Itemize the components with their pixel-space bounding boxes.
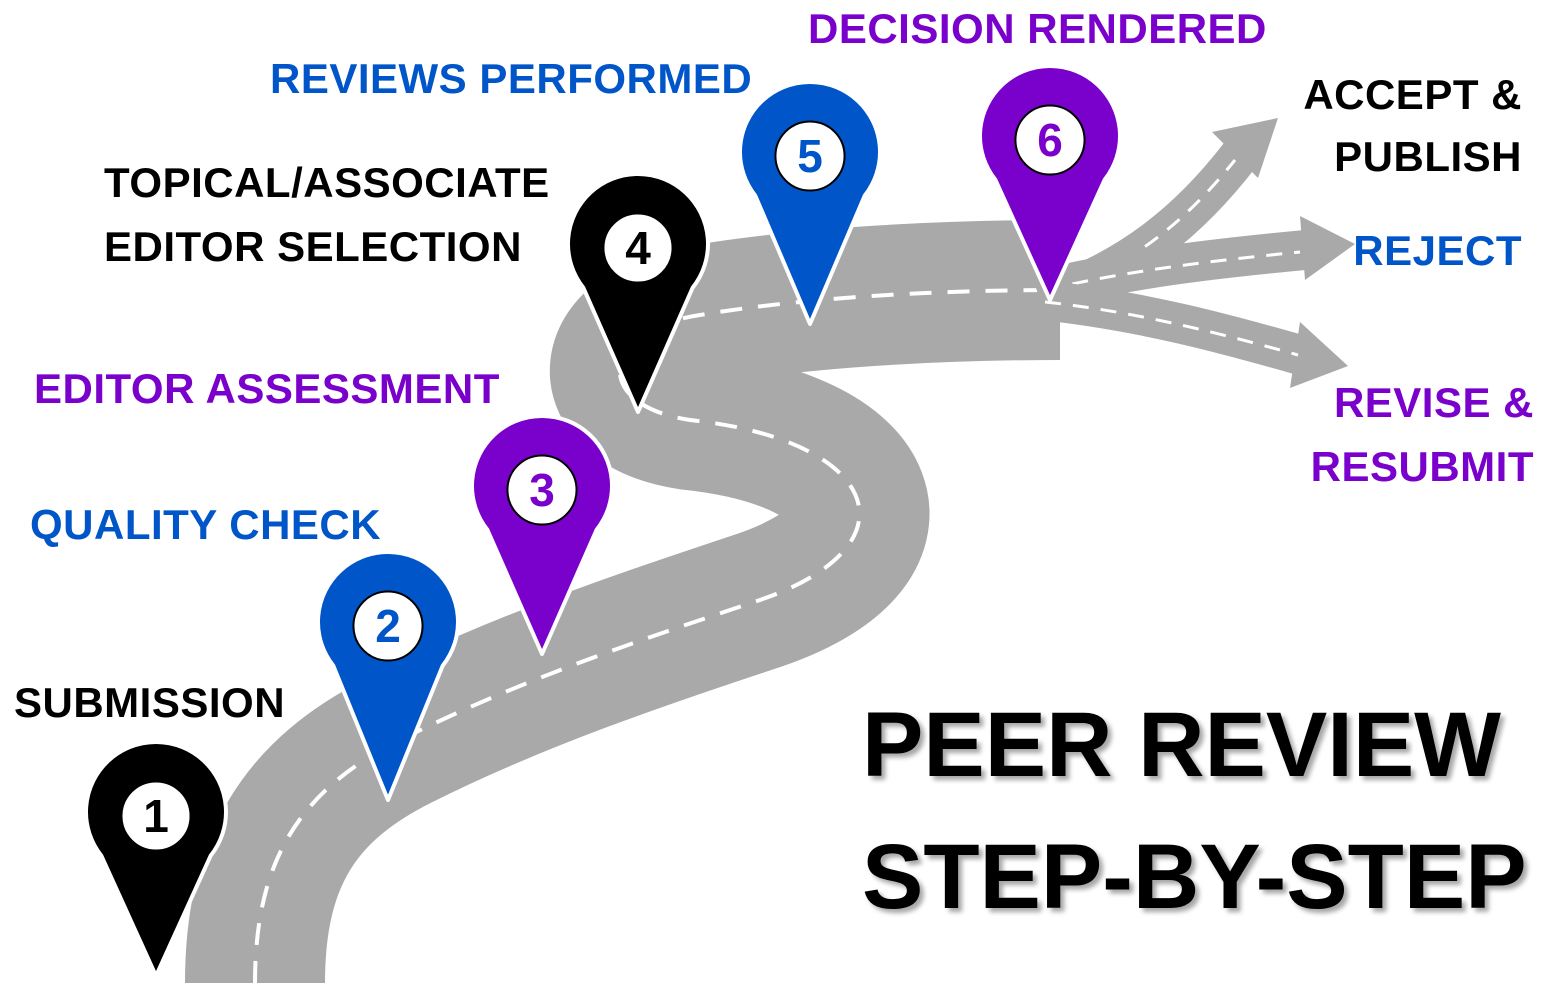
map-pin-shape (738, 79, 882, 326)
outcome-reject: REJECT (1353, 227, 1522, 274)
map-pin-shape (566, 171, 710, 414)
map-pin-icon: 6 (978, 63, 1122, 302)
map-pin-shape (978, 63, 1122, 302)
step-5-label: REVIEWS PERFORMED (270, 55, 753, 102)
map-pin-icon: 2 (316, 549, 460, 802)
map-pin-icon: 4 (566, 171, 710, 414)
step-1-label: SUBMISSION (14, 679, 286, 726)
map-pin-icon: 3 (470, 413, 614, 656)
map-pin-icon: 5 (738, 79, 882, 326)
outcome-accept-line2: PUBLISH (1334, 133, 1522, 180)
diagram-title-line1: PEER REVIEW (862, 694, 1502, 796)
map-pin-shape (316, 549, 460, 802)
arrow-right-icon (1290, 322, 1348, 388)
outcome-accept-line1: ACCEPT & (1303, 71, 1522, 118)
map-pin-icon: 1 (84, 739, 228, 978)
arrow-right-icon (1300, 216, 1355, 280)
map-pin-shape (470, 413, 614, 656)
step-4-label-line1: TOPICAL/ASSOCIATE (104, 159, 550, 206)
outcome-revise-line1: REVISE & (1333, 379, 1534, 426)
step-number: 6 (1037, 114, 1063, 166)
step-2-label: QUALITY CHECK (30, 501, 382, 548)
step-number: 4 (625, 222, 651, 274)
outcome-revise-line2: RESUBMIT (1310, 443, 1534, 490)
step-3-label: EDITOR ASSESSMENT (34, 365, 500, 412)
step-number: 2 (375, 600, 401, 652)
step-number: 1 (143, 790, 169, 842)
step-number: 5 (797, 130, 823, 182)
map-pin-shape (84, 739, 228, 978)
branch-arrows (1033, 118, 1355, 388)
diagram-title-line2: STEP-BY-STEP (862, 826, 1527, 928)
step-6-label: DECISION RENDERED (808, 5, 1267, 52)
arrow-right-icon (1212, 118, 1278, 178)
step-number: 3 (529, 464, 555, 516)
step-4-label-line2: EDITOR SELECTION (104, 223, 522, 270)
